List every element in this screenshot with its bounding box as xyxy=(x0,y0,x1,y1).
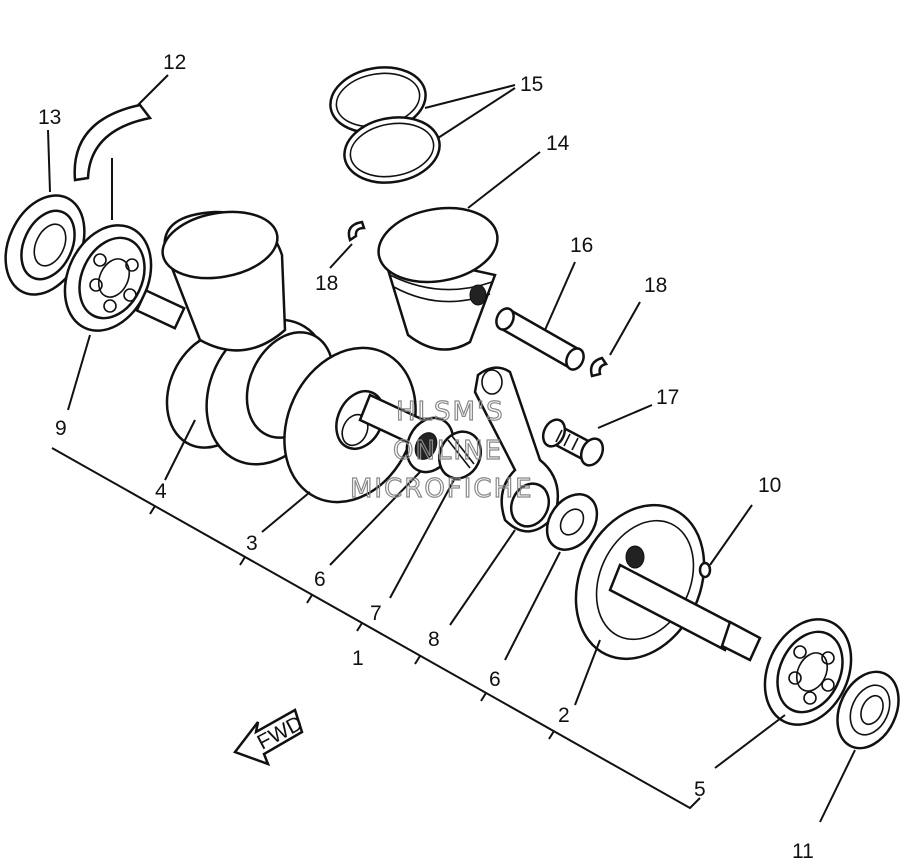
forward-arrow: FWD xyxy=(232,708,307,767)
callout-7: 7 xyxy=(370,602,382,625)
callout-9: 9 xyxy=(55,417,67,440)
piston-pin-clip-left xyxy=(329,220,366,269)
callout-12: 12 xyxy=(163,51,186,74)
callout-10: 10 xyxy=(758,474,781,497)
callout-5: 5 xyxy=(694,778,706,801)
bearing-left xyxy=(63,158,153,411)
callout-13: 13 xyxy=(38,106,61,129)
callout-11: 11 xyxy=(792,840,814,863)
piston-rings xyxy=(329,66,516,184)
bearing-right xyxy=(714,618,853,769)
piston xyxy=(377,151,541,351)
small-end-bearing xyxy=(541,404,653,467)
callout-15: 15 xyxy=(520,73,543,96)
callout-18-left: 18 xyxy=(315,272,338,295)
circlip-large xyxy=(73,74,169,182)
crank-right-half xyxy=(574,503,762,706)
crank-pin xyxy=(329,393,483,599)
piston-pin-clip-right xyxy=(589,301,641,378)
connecting-rod xyxy=(449,366,560,626)
callout-3: 3 xyxy=(246,532,258,555)
callout-14: 14 xyxy=(546,132,570,155)
callout-labels: 1 2 3 4 5 6 6 7 8 9 10 11 12 13 14 15 16… xyxy=(38,51,814,863)
callout-8: 8 xyxy=(428,628,440,651)
watermark: HLSM'S ONLINE MICROFICHE xyxy=(349,396,534,504)
callout-17: 17 xyxy=(656,386,679,409)
thrust-washer-right xyxy=(504,493,599,661)
oil-seal-right xyxy=(819,670,900,823)
callout-6-left: 6 xyxy=(314,568,326,591)
callout-4: 4 xyxy=(155,480,167,503)
watermark-line-2: ONLINE xyxy=(393,436,503,466)
callout-16: 16 xyxy=(570,234,593,257)
piston-pin xyxy=(495,261,585,371)
watermark-line-1: HLSM'S xyxy=(396,397,505,427)
callout-1: 1 xyxy=(352,647,364,670)
callout-6-right: 6 xyxy=(489,668,501,691)
watermark-line-3: MICROFICHE xyxy=(350,474,534,504)
callout-18-right: 18 xyxy=(644,274,667,297)
callout-2: 2 xyxy=(558,704,570,727)
assembly-bracket xyxy=(51,447,701,810)
crank-left-half xyxy=(135,210,417,533)
